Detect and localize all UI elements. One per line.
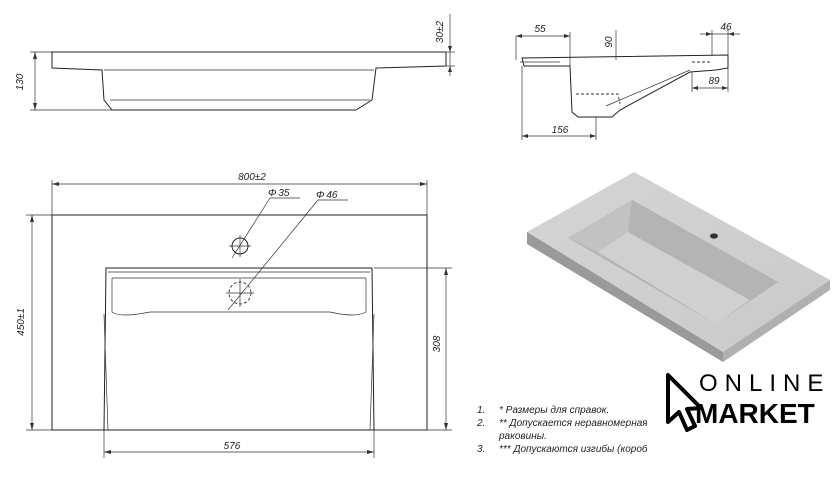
dim-308-label: 308 xyxy=(432,335,443,352)
dim-576-label: 576 xyxy=(224,441,241,452)
note-number: 1. xyxy=(477,405,486,416)
dim-55-label: 55 xyxy=(534,24,546,35)
dim-450-label: 450±1 xyxy=(16,308,27,336)
notes-list: 1. * Размеры для справок. 2. ** Допускае… xyxy=(477,404,647,475)
note-item: 1. * Размеры для справок. xyxy=(477,404,647,417)
dim-156-label: 156 xyxy=(552,125,569,136)
dim-89-label: 89 xyxy=(708,76,720,87)
front-view xyxy=(30,14,455,111)
svg-text:Φ35: Φ35 xyxy=(268,188,290,199)
dim-800-label: 800±2 xyxy=(238,172,266,183)
dim-rim-label: 30±2 xyxy=(435,20,446,43)
note-continuation: раковины. xyxy=(499,431,547,442)
note-text: *** Допускаются изгибы (коробление) xyxy=(499,444,647,455)
note-item: 2. ** Допускается неравномерная xyxy=(477,417,647,430)
hole-35-label: 35 xyxy=(278,188,290,199)
plan-view xyxy=(26,180,452,458)
note-number: 3. xyxy=(477,444,486,455)
logo-text-online: ONLINE xyxy=(699,370,831,397)
logo-text-market: MARKET xyxy=(695,398,815,429)
note-item: 3. *** Допускаются изгибы (коробление) xyxy=(477,443,647,456)
dim-46-label: 46 xyxy=(720,22,732,33)
cursor-arrow-icon xyxy=(666,373,703,432)
diameter-symbol: Φ xyxy=(316,190,324,201)
online-market-logo: ONLINE MARKET xyxy=(665,370,835,440)
note-text: * Размеры для справок. xyxy=(499,405,610,416)
note-text: ** Допускается неравномерная xyxy=(499,418,647,429)
dim-130-label: 130 xyxy=(15,73,26,90)
diameter-symbol: Φ xyxy=(268,188,276,199)
svg-text:Φ46: Φ46 xyxy=(316,190,338,201)
side-section-view xyxy=(515,30,740,140)
note-number: 2. xyxy=(477,418,486,429)
hole-46-label: 46 xyxy=(326,190,338,201)
sink-3d-render xyxy=(527,172,830,362)
dim-90-label: 90 xyxy=(604,36,615,48)
